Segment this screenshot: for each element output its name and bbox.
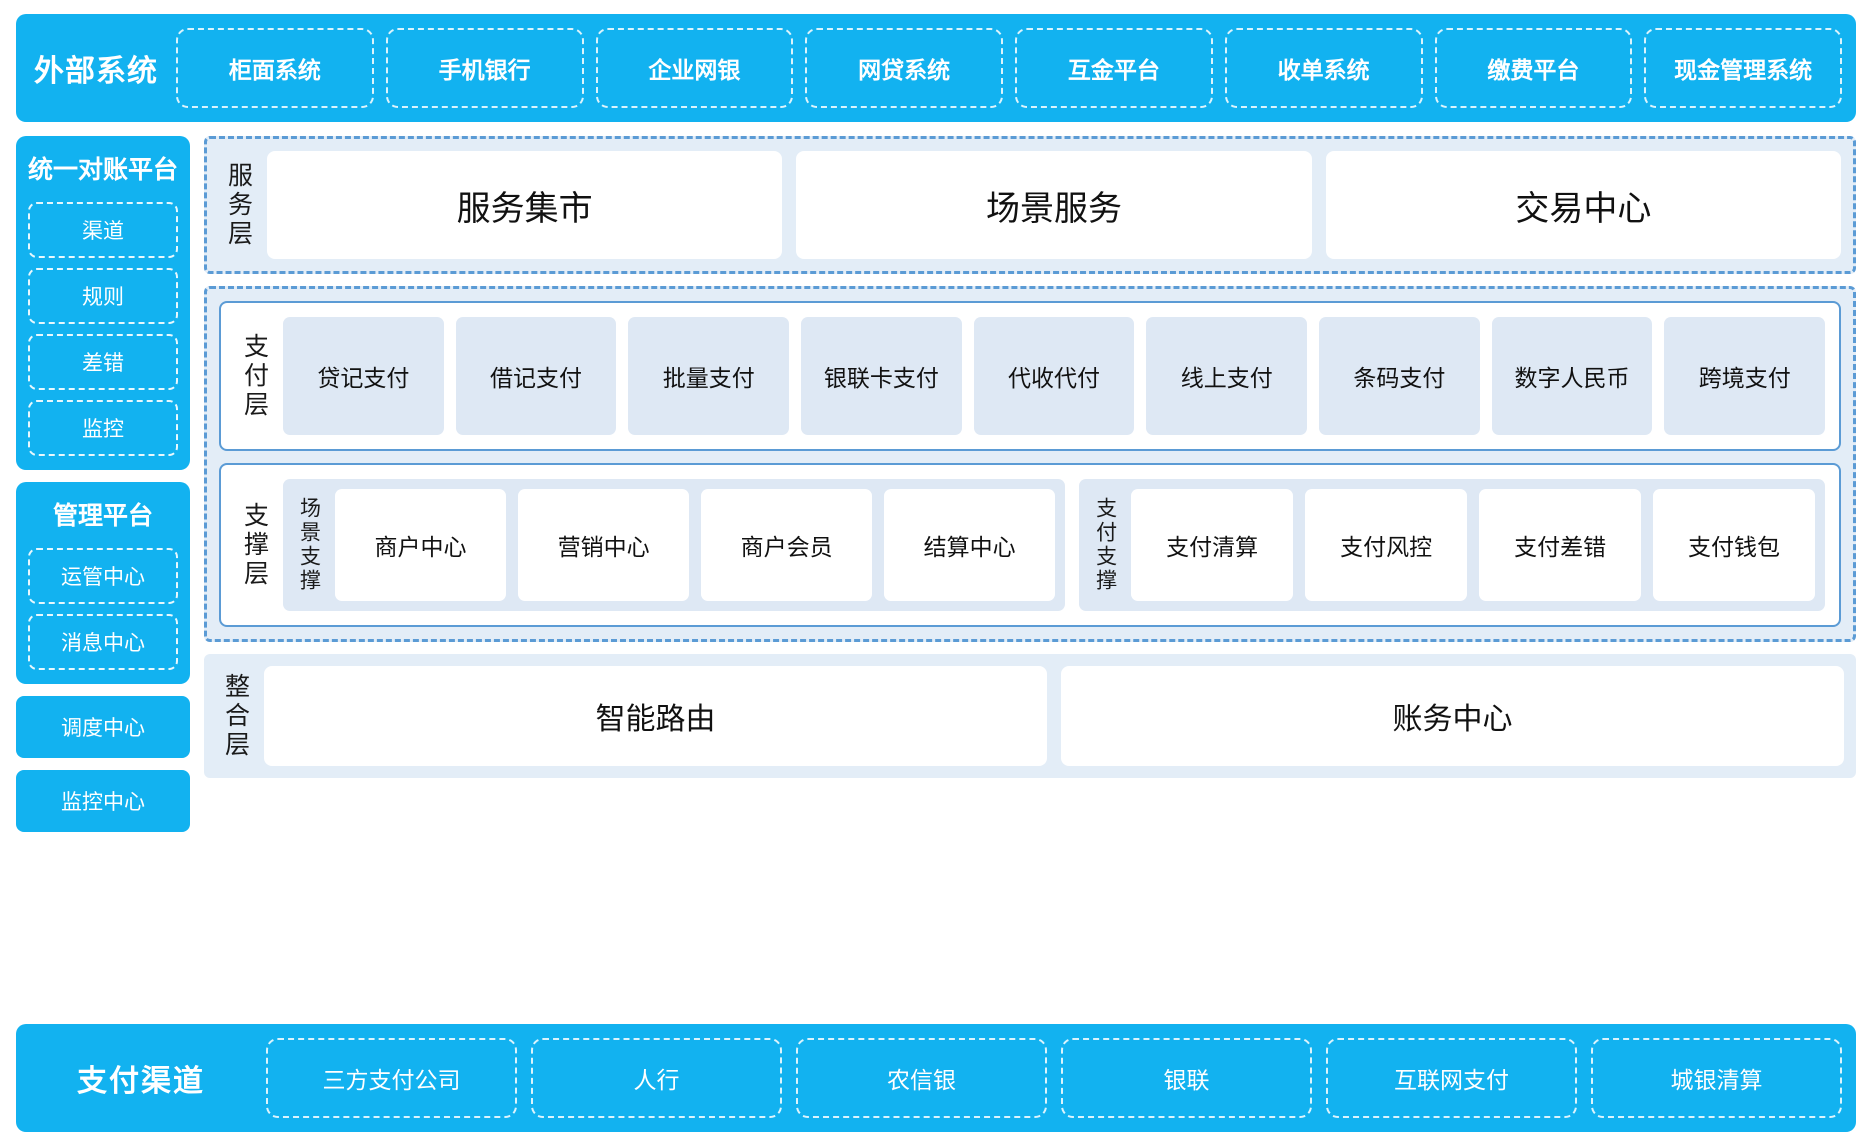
external-systems-list: 柜面系统 手机银行 企业网银 网贷系统 互金平台 收单系统 缴费平台 现金管理系… (176, 28, 1842, 108)
support-group-payment: 支付支撑 支付清算 支付风控 支付差错 支付钱包 (1079, 479, 1825, 611)
payment-layer-cards: 贷记支付 借记支付 批量支付 银联卡支付 代收代付 线上支付 条码支付 数字人民… (283, 317, 1826, 435)
scheduling-center-card[interactable]: 调度中心 (16, 696, 191, 758)
support-card-payment-wallet[interactable]: 支付钱包 (1653, 489, 1816, 601)
reconciliation-item-error[interactable]: 差错 (28, 334, 179, 390)
integration-layer-cards: 智能路由 账务中心 (264, 666, 1845, 766)
support-card-payment-error[interactable]: 支付差错 (1479, 489, 1642, 601)
payment-channel-item[interactable]: 城银清算 (1591, 1038, 1842, 1118)
support-card-merchant-member[interactable]: 商户会员 (701, 489, 873, 601)
payment-channel-item[interactable]: 银联 (1061, 1038, 1312, 1118)
external-system-item[interactable]: 缴费平台 (1434, 28, 1633, 108)
support-layer-panel: 支撑层 场景支撑 商户中心 营销中心 商户会员 结算中心 (219, 463, 1841, 627)
payment-channel-item[interactable]: 农信银 (796, 1038, 1047, 1118)
service-layer-label: 服务层 (224, 161, 253, 249)
support-card-payment-clearing[interactable]: 支付清算 (1131, 489, 1294, 601)
service-layer-group: 服务层 服务集市 场景服务 交易中心 (204, 136, 1856, 274)
external-system-item[interactable]: 现金管理系统 (1644, 28, 1842, 108)
monitoring-center-card[interactable]: 监控中心 (16, 770, 191, 832)
rail-spacer (16, 844, 190, 1010)
payment-card-collection[interactable]: 代收代付 (973, 317, 1135, 435)
support-layer-label: 支撑层 (240, 501, 269, 589)
external-systems-title: 外部系统 (34, 55, 158, 88)
support-group-scenario-cards: 商户中心 营销中心 商户会员 结算中心 (335, 489, 1056, 601)
payment-channels-bar: 支付渠道 三方支付公司 人行 农信银 银联 互联网支付 城银清算 (16, 1024, 1856, 1132)
payment-card-online[interactable]: 线上支付 (1146, 317, 1308, 435)
service-layer-row: 服务层 服务集市 场景服务 交易中心 (219, 151, 1841, 259)
integration-layer-panel: 整合层 智能路由 账务中心 (204, 654, 1856, 778)
support-group-scenario-label: 场景支撑 (297, 497, 321, 593)
payment-support-group: 支付层 贷记支付 借记支付 批量支付 银联卡支付 代收代付 线上支付 条码支付 … (204, 286, 1856, 642)
integration-card-accounting[interactable]: 账务中心 (1061, 666, 1845, 766)
management-platform-card: 管理平台 运管中心 消息中心 (16, 482, 191, 684)
payment-card-digital-rmb[interactable]: 数字人民币 (1491, 317, 1653, 435)
management-item-message[interactable]: 消息中心 (28, 614, 179, 670)
left-rail: 统一对账平台 渠道 规则 差错 监控 管理平台 运管中心 消息中心 调度中心 监… (16, 136, 191, 1010)
payment-layer-label: 支付层 (240, 332, 269, 420)
external-system-item[interactable]: 网贷系统 (805, 28, 1003, 108)
reconciliation-item-monitor[interactable]: 监控 (28, 400, 179, 456)
reconciliation-item-channel[interactable]: 渠道 (28, 202, 179, 258)
layers-stack: 服务层 服务集市 场景服务 交易中心 支付层 贷记支付 借记支付 批量 (204, 136, 1856, 1010)
payment-card-barcode[interactable]: 条码支付 (1319, 317, 1480, 435)
service-card-scenario[interactable]: 场景服务 (796, 151, 1312, 259)
payment-card-unionpay[interactable]: 银联卡支付 (801, 317, 962, 435)
reconciliation-platform-title: 统一对账平台 (28, 156, 179, 184)
support-group-payment-label: 支付支撑 (1093, 497, 1117, 593)
payment-card-batch[interactable]: 批量支付 (628, 317, 790, 435)
external-system-item[interactable]: 收单系统 (1224, 28, 1423, 108)
support-layer-groups: 场景支撑 商户中心 营销中心 商户会员 结算中心 支付支撑 支付清算 (283, 479, 1825, 611)
external-system-item[interactable]: 企业网银 (595, 28, 794, 108)
reconciliation-item-rule[interactable]: 规则 (28, 268, 179, 324)
payment-layer-panel: 支付层 贷记支付 借记支付 批量支付 银联卡支付 代收代付 线上支付 条码支付 … (219, 301, 1841, 451)
external-system-item[interactable]: 手机银行 (385, 28, 584, 108)
payment-channels-title: 支付渠道 (77, 1065, 205, 1098)
service-layer-cards: 服务集市 场景服务 交易中心 (267, 151, 1841, 259)
support-group-payment-cards: 支付清算 支付风控 支付差错 支付钱包 (1131, 489, 1816, 601)
management-item-operations[interactable]: 运管中心 (28, 548, 179, 604)
support-group-scenario: 场景支撑 商户中心 营销中心 商户会员 结算中心 (283, 479, 1066, 611)
payment-card-credit[interactable]: 贷记支付 (283, 317, 444, 435)
management-platform-title: 管理平台 (53, 502, 154, 530)
external-system-item[interactable]: 柜面系统 (176, 28, 374, 108)
payment-channel-item[interactable]: 互联网支付 (1326, 1038, 1577, 1118)
support-card-marketing-center[interactable]: 营销中心 (518, 489, 690, 601)
service-card-transaction[interactable]: 交易中心 (1325, 151, 1841, 259)
middle-area: 统一对账平台 渠道 规则 差错 监控 管理平台 运管中心 消息中心 调度中心 监… (16, 136, 1856, 1010)
integration-layer-label: 整合层 (221, 672, 250, 760)
payment-card-debit[interactable]: 借记支付 (455, 317, 617, 435)
reconciliation-platform-card: 统一对账平台 渠道 规则 差错 监控 (16, 136, 191, 470)
integration-card-smart-routing[interactable]: 智能路由 (264, 666, 1048, 766)
support-card-settlement-center[interactable]: 结算中心 (884, 489, 1056, 601)
external-system-item[interactable]: 互金平台 (1015, 28, 1213, 108)
payment-card-crossborder[interactable]: 跨境支付 (1664, 317, 1826, 435)
service-card-marketplace[interactable]: 服务集市 (267, 151, 783, 259)
external-systems-bar: 外部系统 柜面系统 手机银行 企业网银 网贷系统 互金平台 收单系统 缴费平台 … (16, 14, 1856, 122)
payment-channels-list: 三方支付公司 人行 农信银 银联 互联网支付 城银清算 (266, 1038, 1842, 1118)
payment-channel-item[interactable]: 三方支付公司 (266, 1038, 517, 1118)
support-card-payment-risk[interactable]: 支付风控 (1305, 489, 1468, 601)
payment-channel-item[interactable]: 人行 (531, 1038, 782, 1118)
support-card-merchant-center[interactable]: 商户中心 (335, 489, 507, 601)
